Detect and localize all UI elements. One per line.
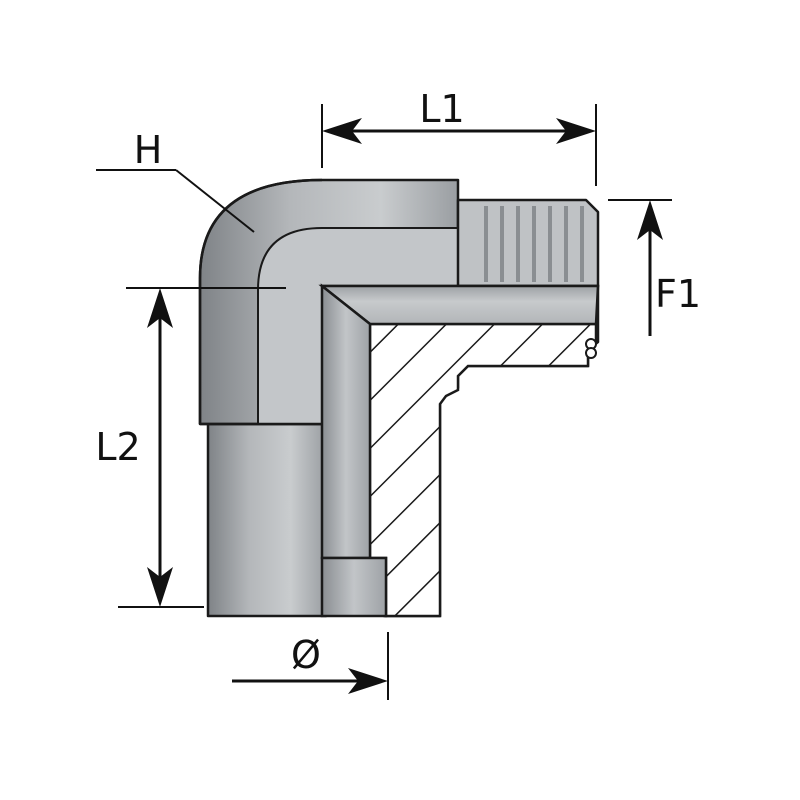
threaded-end [456,198,600,288]
elbow-hex-body [198,178,460,426]
l1-label: L1 [419,87,464,131]
l2-label: L2 [95,425,140,469]
cutaway-section [318,283,600,618]
f1-label: F1 [655,272,701,316]
dimension-f1: F1 [608,199,701,336]
dimension-l2: L2 [95,287,286,608]
diameter-label: Ø [291,633,321,677]
lower-tube [206,422,328,618]
dimension-diameter: Ø [232,632,389,700]
h-label: H [134,128,163,172]
hex-leader: H [96,128,255,233]
dimension-l1: L1 [321,87,597,186]
